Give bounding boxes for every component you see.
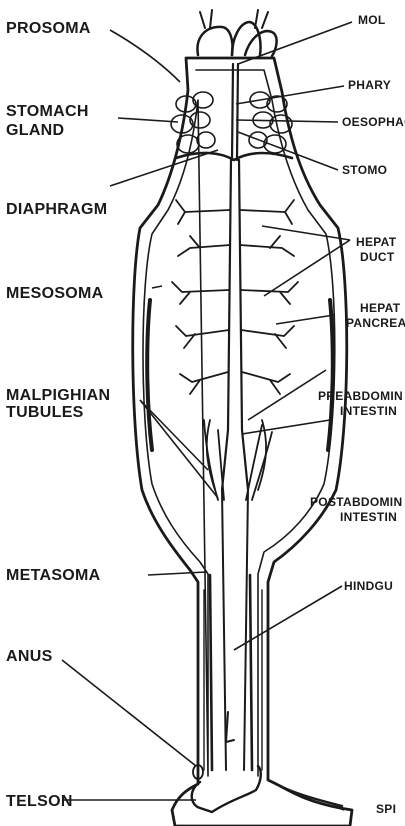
label-postabdominal-line1: POSTABDOMIN: [310, 495, 402, 509]
label-metasoma: METASOMA: [6, 567, 101, 584]
label-hepatopancreas-line1: HEPAT: [360, 301, 401, 315]
label-pharynx: PHARY: [348, 78, 391, 92]
malpighian-tubules: [204, 420, 272, 500]
label-oesophagus: OESOPHAG: [342, 115, 405, 129]
label-postabdominal-line2: INTESTIN: [340, 510, 397, 524]
label-hepatopancreas-line2: PANCREA: [346, 316, 405, 330]
label-mouth: MOL: [358, 13, 386, 27]
label-hepatic-duct-line1: HEPAT: [356, 235, 397, 249]
label-telson: TELSON: [6, 793, 73, 810]
label-hindgut: HINDGU: [344, 579, 393, 593]
label-preabdominal-line2: INTESTIN: [340, 404, 397, 418]
label-stomach-gland-line1: STOMACH: [6, 103, 89, 120]
label-malpighian-line1: MALPIGHIAN: [6, 387, 110, 404]
label-hepatic-duct-line2: DUCT: [360, 250, 395, 264]
label-stomach-gland-line2: GLAND: [6, 122, 64, 139]
label-diaphragm: DIAPHRAGM: [6, 201, 107, 218]
label-malpighian-line2: TUBULES: [6, 404, 84, 421]
label-mesosoma: MESOSOMA: [6, 285, 104, 302]
label-sting: SPI: [376, 802, 396, 816]
label-stomach: STOMO: [342, 163, 387, 177]
label-preabdominal-line1: PREABDOMIN: [318, 389, 403, 403]
label-anus: ANUS: [6, 648, 53, 665]
label-prosoma: PROSOMA: [6, 20, 91, 37]
